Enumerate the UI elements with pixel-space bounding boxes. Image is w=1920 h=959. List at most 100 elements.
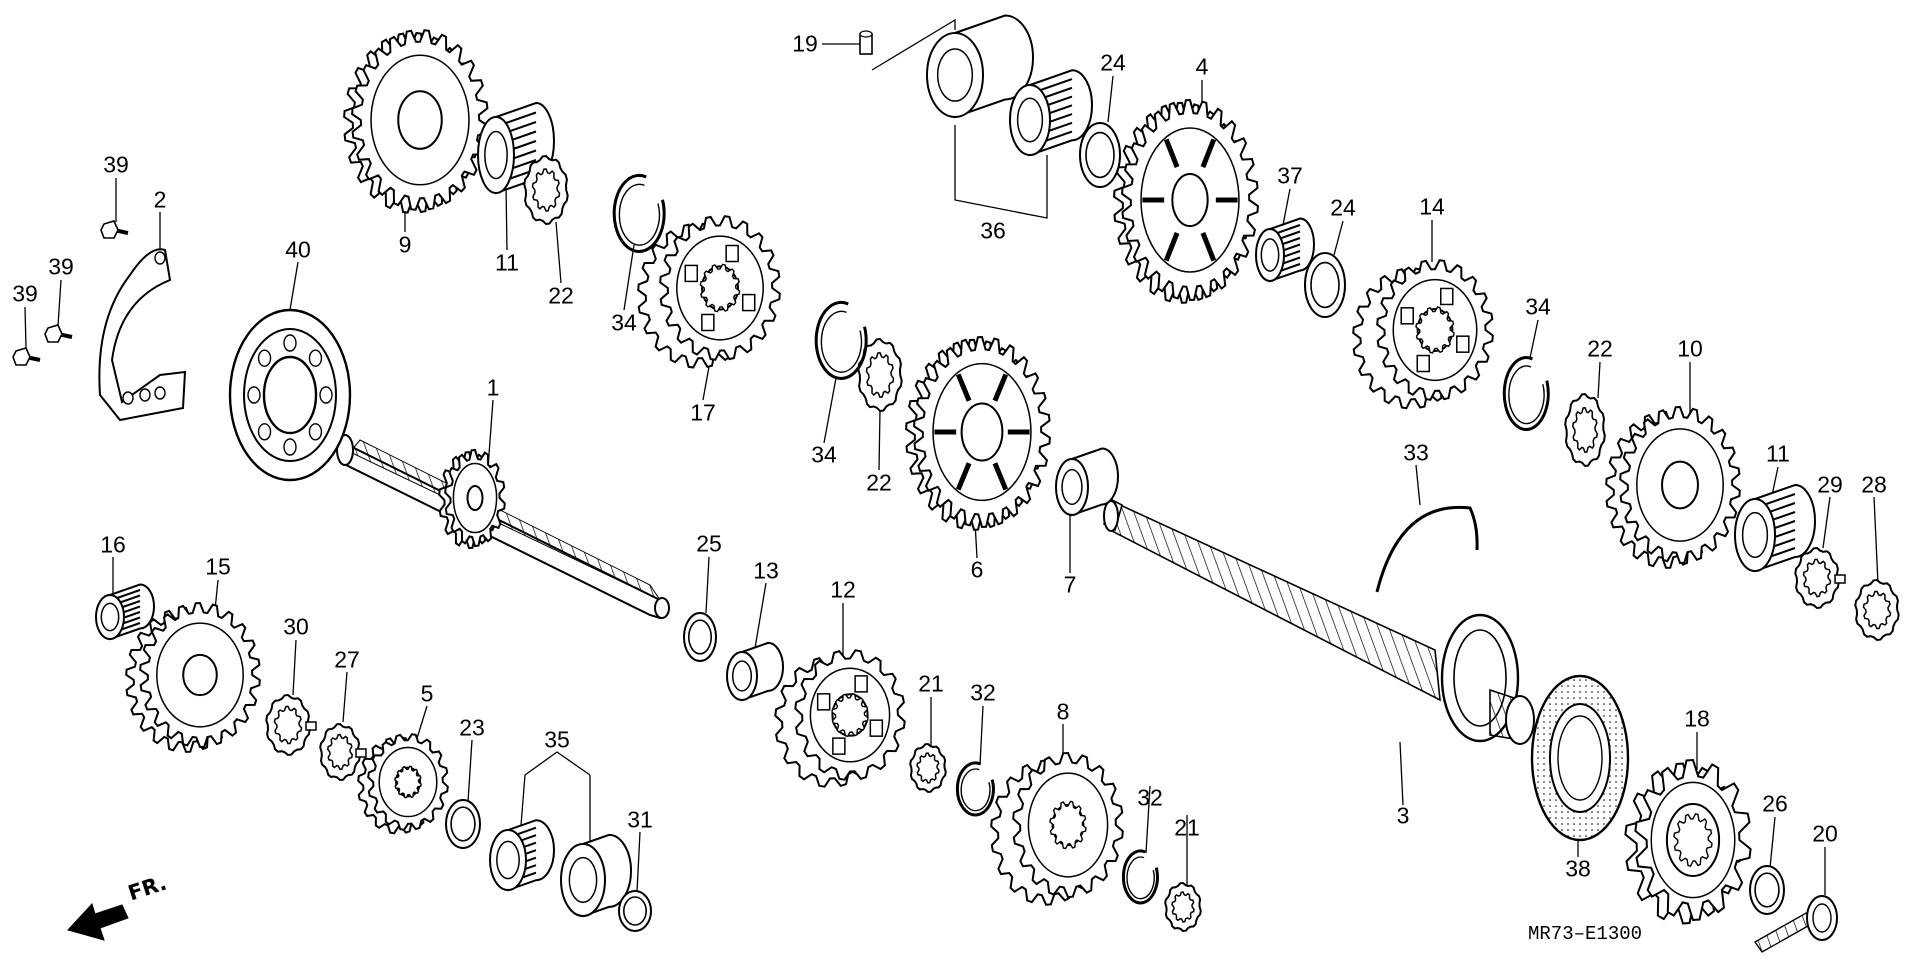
- callout-35: 35: [544, 726, 570, 753]
- set-ring-33: [1375, 505, 1479, 593]
- leader-line-38: [1415, 464, 1421, 506]
- lock-washer-28: [1854, 578, 1900, 642]
- callout-39a: 39: [103, 151, 129, 178]
- callout-6: 6: [970, 556, 984, 583]
- needle-bearing-36: [1009, 69, 1093, 157]
- leader-line-28: [1333, 220, 1344, 256]
- callout-22a: 22: [548, 282, 574, 309]
- needle-bearing-11-right: [1734, 483, 1816, 573]
- callout-37: 37: [1277, 162, 1303, 189]
- callout-8: 8: [1056, 698, 1070, 725]
- bolt-20: [1753, 895, 1838, 953]
- gear-14: [1352, 259, 1494, 410]
- callout-26: 26: [1762, 790, 1788, 817]
- gear-8: [990, 751, 1124, 906]
- callout-3: 3: [1396, 802, 1410, 829]
- callout-11b: 11: [1766, 440, 1790, 467]
- gear-15: [125, 601, 261, 753]
- callout-22c: 22: [1587, 335, 1613, 362]
- callout-11a: 11: [495, 249, 519, 276]
- leader-line-32: [1873, 496, 1879, 585]
- needle-bearing-35: [489, 819, 555, 892]
- gear-4: [1113, 98, 1259, 304]
- lock-washer-21-a: [909, 742, 947, 794]
- callout-34c: 34: [1525, 293, 1551, 320]
- drawing-code: MR73–E1300: [1528, 923, 1643, 945]
- gear-10: [1605, 405, 1741, 569]
- leader-line-43: [1281, 188, 1291, 231]
- callout-1: 1: [486, 374, 500, 401]
- leader-line-26: [467, 739, 473, 803]
- callout-31: 31: [627, 806, 653, 833]
- callout-18: 18: [1684, 705, 1710, 732]
- gear-12: [774, 649, 906, 788]
- callout-24b: 24: [1330, 194, 1356, 221]
- circlip-34-top: [612, 173, 666, 253]
- leader-line-44: [289, 261, 299, 311]
- leader-line-36: [979, 705, 984, 766]
- gear-17: [637, 215, 781, 369]
- bushing-35: [560, 833, 632, 918]
- leader-line-23: [555, 221, 562, 284]
- callout-39b: 39: [48, 253, 74, 280]
- washer-31: [618, 890, 652, 932]
- leader-line-40: [823, 377, 837, 444]
- leader-line-29: [705, 556, 710, 614]
- gear-9: [343, 29, 489, 214]
- callout-33: 33: [1403, 439, 1429, 466]
- washer-24-mid: [1304, 252, 1346, 318]
- leader-line-30: [1769, 816, 1776, 869]
- bolt-39-b: [44, 324, 73, 343]
- leader-bracket-36: [954, 125, 1048, 219]
- leader-line-35: [636, 831, 641, 893]
- bolt-39-a: [100, 220, 129, 239]
- washer-25: [683, 612, 717, 662]
- callout-30: 30: [283, 613, 309, 640]
- callout-23: 23: [459, 714, 485, 741]
- lock-washer-29: [1794, 546, 1846, 610]
- countershaft-3: [1103, 498, 1535, 745]
- callout-9: 9: [398, 231, 412, 258]
- callout-38: 38: [1565, 855, 1591, 882]
- leader-line-46: [57, 279, 62, 327]
- callout-22b: 22: [866, 469, 892, 496]
- callout-21b: 21: [1174, 814, 1200, 841]
- callout-12: 12: [830, 576, 856, 603]
- callout-4: 4: [1195, 53, 1209, 80]
- gear-6: [905, 335, 1051, 531]
- circlip-34-mid: [814, 300, 868, 380]
- callout-29: 29: [1817, 471, 1843, 498]
- gear-5: [357, 733, 449, 835]
- mainshaft-pinion: [438, 448, 506, 550]
- circlip-32-b: [1121, 849, 1159, 905]
- washer-26: [1749, 865, 1785, 915]
- leader-line-25: [1597, 361, 1601, 399]
- leader-line-33: [1822, 496, 1831, 549]
- leader-line-31: [342, 671, 348, 723]
- callout-20: 20: [1812, 820, 1838, 847]
- circlip-34-right: [1502, 356, 1550, 432]
- stopper-plate-2: [98, 248, 187, 422]
- leader-line-47: [24, 306, 27, 349]
- leader-line-34: [292, 639, 297, 696]
- callout-27: 27: [334, 646, 360, 673]
- callout-21a: 21: [918, 670, 944, 697]
- callout-14: 14: [1419, 193, 1445, 220]
- lock-washer-21-b: [1164, 881, 1202, 933]
- leader-line-24: [878, 409, 881, 471]
- callout-32a: 32: [970, 679, 996, 706]
- sprocket-18: [1624, 758, 1752, 925]
- needle-bearing-16: [95, 583, 155, 641]
- lock-washer-30: [265, 693, 317, 757]
- leader-line-41: [1529, 319, 1539, 359]
- oil-seal-38: [1530, 674, 1630, 842]
- leader-line-2: [1399, 741, 1404, 806]
- callout-24a: 24: [1100, 49, 1126, 76]
- callout-28: 28: [1861, 471, 1887, 498]
- leader-line-10: [505, 184, 508, 251]
- leader-line-27: [1107, 75, 1114, 123]
- callout-34a: 34: [611, 309, 637, 336]
- callout-7: 7: [1063, 571, 1077, 598]
- leader-line-37: [1145, 785, 1151, 854]
